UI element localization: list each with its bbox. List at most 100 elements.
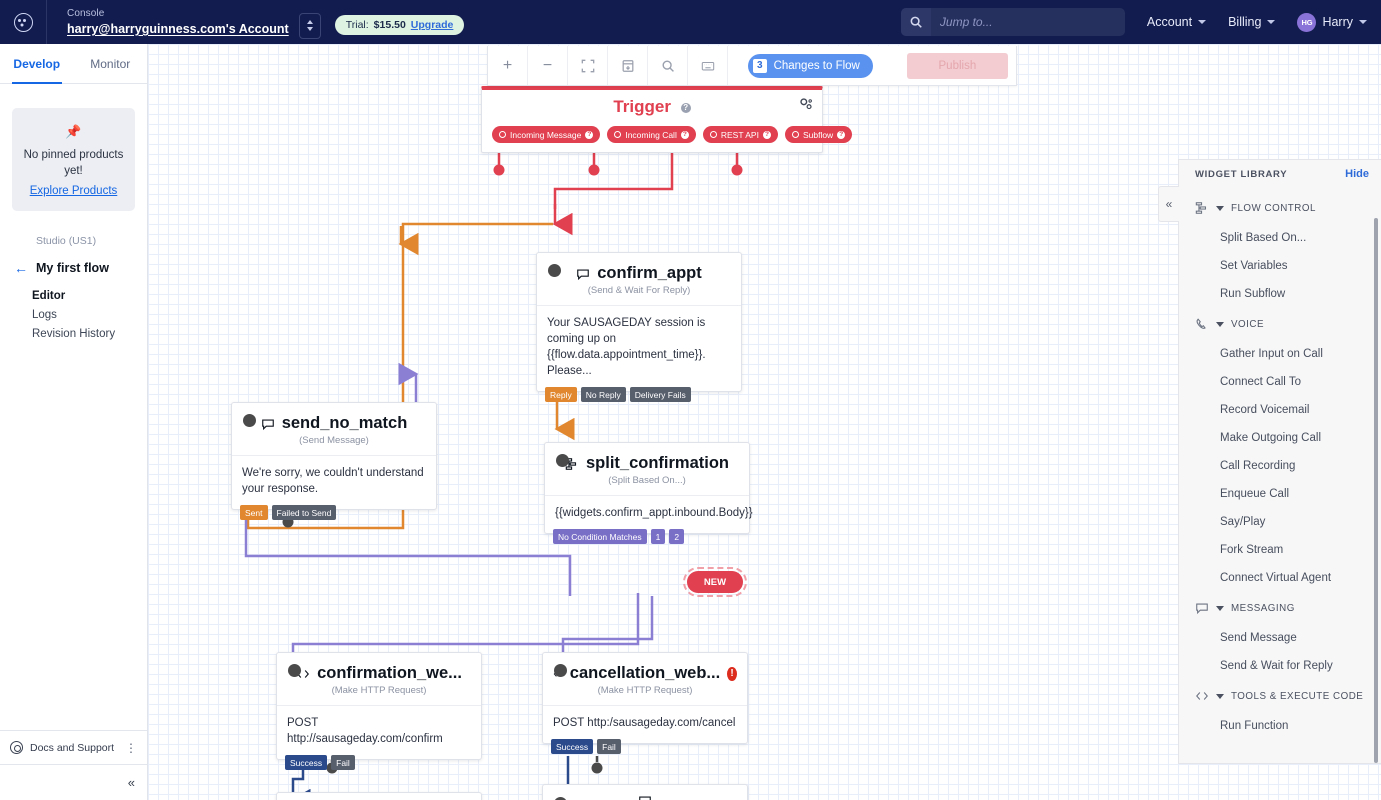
add-new-condition-button[interactable]: NEW	[683, 567, 747, 597]
port-sent[interactable]: Sent	[240, 505, 268, 520]
widget-partial-bottom-center[interactable]	[542, 784, 748, 800]
widget-library-hide-button[interactable]: Hide	[1345, 168, 1369, 180]
trigger-port-subflow[interactable]: Subflow ?	[784, 126, 853, 143]
trigger-port-incoming-call[interactable]: Incoming Call ?	[607, 126, 696, 143]
flow-breadcrumb[interactable]: ← My first flow	[14, 261, 147, 275]
life-ring-icon	[10, 741, 23, 754]
fit-to-screen-button[interactable]	[568, 46, 608, 85]
widget-input-port[interactable]	[548, 264, 561, 277]
help-icon[interactable]: ?	[762, 130, 771, 139]
port-condition-1[interactable]: 1	[650, 529, 666, 544]
search-input[interactable]	[930, 15, 1125, 29]
widget-partial-bottom-left[interactable]	[276, 792, 482, 800]
widget-group-flow-control[interactable]: FLOW CONTROL	[1179, 192, 1381, 224]
widget-item-run-function[interactable]: Run Function	[1220, 720, 1289, 732]
publish-button[interactable]: Publish	[906, 52, 1008, 79]
zoom-in-button[interactable]: +	[488, 46, 528, 85]
global-search[interactable]	[900, 8, 1125, 36]
widget-library-collapse-button[interactable]: «	[1158, 186, 1179, 222]
app-grid-icon[interactable]	[0, 0, 46, 44]
widget-group-tools-and-execute-code[interactable]: TOOLS & EXECUTE CODE	[1179, 680, 1381, 712]
trigger-widget[interactable]: Trigger ? Incoming Message ?	[481, 86, 853, 153]
kebab-menu-icon[interactable]: ⋮	[125, 740, 137, 755]
widget-item-record-voicemail[interactable]: Record Voicemail	[1220, 404, 1310, 416]
account-menu[interactable]: Account	[1147, 15, 1207, 29]
tab-develop[interactable]: Develop	[0, 44, 74, 84]
billing-menu[interactable]: Billing	[1228, 15, 1276, 29]
widget-send-no-match[interactable]: send_no_match (Send Message) We're sorry…	[231, 402, 437, 520]
chevron-double-left-icon: «	[127, 775, 135, 790]
help-icon[interactable]: ?	[680, 103, 691, 113]
port-no-condition-matches[interactable]: No Condition Matches	[553, 529, 647, 544]
widget-item-fork-stream[interactable]: Fork Stream	[1220, 544, 1284, 556]
message-icon	[639, 796, 651, 800]
widget-split-confirmation[interactable]: split_confirmation (Split Based On...) {…	[544, 442, 753, 544]
widget-item-connect-call-to[interactable]: Connect Call To	[1220, 376, 1301, 388]
sidebar-item-editor[interactable]: Editor	[32, 290, 66, 302]
widget-item-call-recording[interactable]: Call Recording	[1220, 460, 1296, 472]
sidebar-item-logs[interactable]: Logs	[32, 309, 57, 321]
widget-group-voice[interactable]: VOICE	[1179, 308, 1381, 340]
help-icon[interactable]: ?	[585, 130, 594, 139]
widget-item-split-based-on[interactable]: Split Based On...	[1220, 232, 1307, 244]
widget-input-port[interactable]	[243, 414, 256, 427]
widget-item-enqueue-call[interactable]: Enqueue Call	[1220, 488, 1290, 500]
sidebar-collapse-button[interactable]: «	[0, 764, 147, 800]
widget-subtitle: (Send Message)	[299, 435, 369, 446]
back-arrow-icon[interactable]: ←	[14, 260, 28, 276]
help-icon[interactable]: ?	[837, 130, 846, 139]
top-navigation-bar: Console harry@harryguinness.com's Accoun…	[0, 0, 1381, 44]
upgrade-link[interactable]: Upgrade	[410, 19, 454, 31]
account-switcher-caret[interactable]	[298, 12, 321, 39]
widget-library-list[interactable]: FLOW CONTROL Split Based On... Set Varia…	[1179, 188, 1381, 763]
zoom-out-button[interactable]: −	[528, 46, 568, 85]
widget-confirmation-webhook[interactable]: confirmation_we... (Make HTTP Request) P…	[276, 652, 482, 770]
widget-cancellation-webhook[interactable]: cancellation_web... ! (Make HTTP Request…	[542, 652, 748, 754]
port-success[interactable]: Success	[285, 755, 328, 770]
gear-icon[interactable]	[799, 97, 813, 111]
widget-item-send-message[interactable]: Send Message	[1220, 632, 1297, 644]
widget-item-say-play[interactable]: Say/Play	[1220, 516, 1266, 528]
widget-input-port[interactable]	[556, 454, 569, 467]
archive-button[interactable]	[608, 46, 648, 85]
widget-item-send-and-wait-for-reply[interactable]: Send & Wait for Reply	[1220, 660, 1333, 672]
widget-input-port[interactable]	[554, 664, 567, 677]
widget-item-gather-input-on-call[interactable]: Gather Input on Call	[1220, 348, 1323, 360]
keyboard-shortcuts-button[interactable]	[688, 46, 728, 85]
port-condition-2[interactable]: 2	[669, 529, 685, 544]
port-fail[interactable]: Fail	[597, 739, 621, 754]
widget-item-make-outgoing-call[interactable]: Make Outgoing Call	[1220, 432, 1321, 444]
widget-item-run-subflow[interactable]: Run Subflow	[1220, 288, 1286, 300]
widget-confirm-appt[interactable]: confirm_appt (Send & Wait For Reply) You…	[536, 252, 742, 402]
flow-canvas[interactable]: + −	[148, 44, 1381, 800]
port-reply[interactable]: Reply	[545, 387, 577, 402]
error-exclamation-icon[interactable]: !	[727, 666, 737, 681]
port-label: Subflow	[802, 129, 834, 140]
widget-input-port[interactable]	[554, 797, 567, 800]
port-failed-to-send[interactable]: Failed to Send	[271, 505, 337, 520]
widget-item-set-variables[interactable]: Set Variables	[1220, 260, 1288, 272]
changes-to-flow-button[interactable]: 3 Changes to Flow	[748, 53, 873, 78]
widget-library-scrollbar[interactable]	[1374, 218, 1378, 763]
trigger-port-rest-api[interactable]: REST API ?	[702, 126, 778, 143]
port-success[interactable]: Success	[551, 739, 594, 754]
account-switcher[interactable]: Console harry@harryguinness.com's Accoun…	[47, 6, 321, 39]
port-delivery-fails[interactable]: Delivery Fails	[629, 387, 691, 402]
widget-item-connect-virtual-agent[interactable]: Connect Virtual Agent	[1220, 572, 1332, 584]
canvas-search-button[interactable]	[648, 46, 688, 85]
help-icon[interactable]: ?	[680, 130, 689, 139]
sidebar-item-revision-history[interactable]: Revision History	[32, 328, 116, 340]
widget-title-row: send_no_match	[232, 403, 436, 435]
user-menu[interactable]: HG Harry	[1297, 12, 1367, 32]
tab-monitor[interactable]: Monitor	[90, 56, 131, 71]
port-fail[interactable]: Fail	[331, 755, 355, 770]
search-icon[interactable]	[900, 8, 931, 36]
widget-input-port[interactable]	[288, 664, 301, 677]
port-no-reply[interactable]: No Reply	[580, 387, 626, 402]
widget-group-label: FLOW CONTROL	[1231, 202, 1316, 214]
console-label: Console	[67, 8, 105, 19]
docs-and-support[interactable]: Docs and Support ⋮	[0, 730, 147, 764]
trigger-port-incoming-message[interactable]: Incoming Message ?	[492, 126, 601, 143]
widget-group-messaging[interactable]: MESSAGING	[1179, 592, 1381, 624]
explore-products-link[interactable]: Explore Products	[29, 185, 118, 197]
